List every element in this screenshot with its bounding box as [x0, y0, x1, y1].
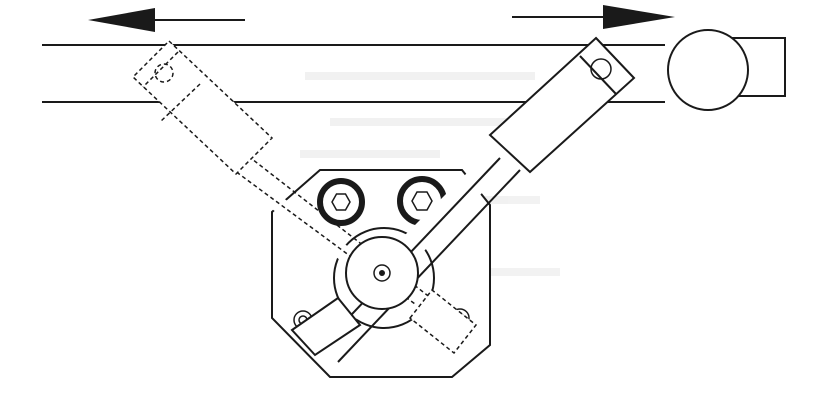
arrow-right-icon — [512, 5, 675, 29]
hub-center — [345, 236, 419, 310]
arrow-left-icon — [88, 8, 245, 32]
roller-wheel — [667, 29, 749, 111]
bolt-left — [317, 178, 365, 226]
